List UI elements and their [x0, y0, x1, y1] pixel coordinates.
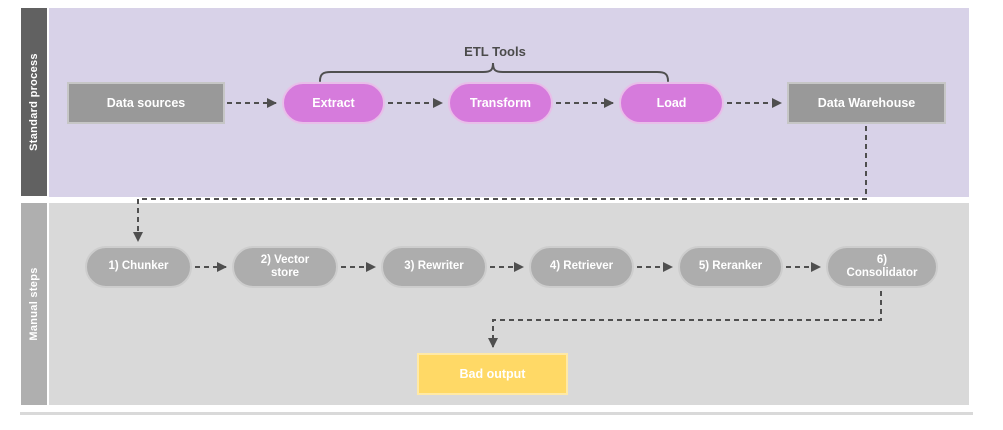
node-retriever-label: 4) Retriever [549, 260, 614, 273]
node-reranker: 5) Reranker [678, 246, 783, 288]
node-vector-store: 2) Vector store [232, 246, 338, 288]
node-reranker-label: 5) Reranker [698, 260, 763, 273]
bottom-divider [20, 412, 973, 415]
node-data-warehouse-label: Data Warehouse [817, 95, 916, 110]
node-load: Load [619, 82, 724, 124]
lane-bar-manual-steps: Manual steps [21, 203, 47, 405]
etl-tools-label: ETL Tools [464, 44, 526, 59]
node-load-label: Load [656, 95, 687, 110]
node-chunker: 1) Chunker [85, 246, 192, 288]
node-bad-output-label: Bad output [459, 366, 526, 381]
node-data-sources-label: Data sources [106, 95, 186, 110]
node-rewriter: 3) Rewriter [381, 246, 487, 288]
node-rewriter-label: 3) Rewriter [404, 260, 464, 273]
node-bad-output: Bad output [417, 353, 568, 395]
node-chunker-label: 1) Chunker [108, 260, 169, 273]
lane-bar-standard-process: Standard process [21, 8, 47, 196]
node-transform: Transform [448, 82, 553, 124]
node-extract-label: Extract [312, 95, 355, 110]
node-data-warehouse: Data Warehouse [787, 82, 946, 124]
node-data-sources: Data sources [67, 82, 225, 124]
node-transform-label: Transform [469, 95, 532, 110]
lane-label-standard-process: Standard process [28, 53, 40, 151]
lane-label-manual-steps: Manual steps [28, 267, 40, 341]
node-consolidator: 6) Consolidator [826, 246, 938, 288]
node-vector-store-label: 2) Vector store [260, 253, 310, 279]
node-consolidator-label: 6) Consolidator [846, 253, 918, 279]
node-retriever: 4) Retriever [529, 246, 634, 288]
node-extract: Extract [282, 82, 385, 124]
